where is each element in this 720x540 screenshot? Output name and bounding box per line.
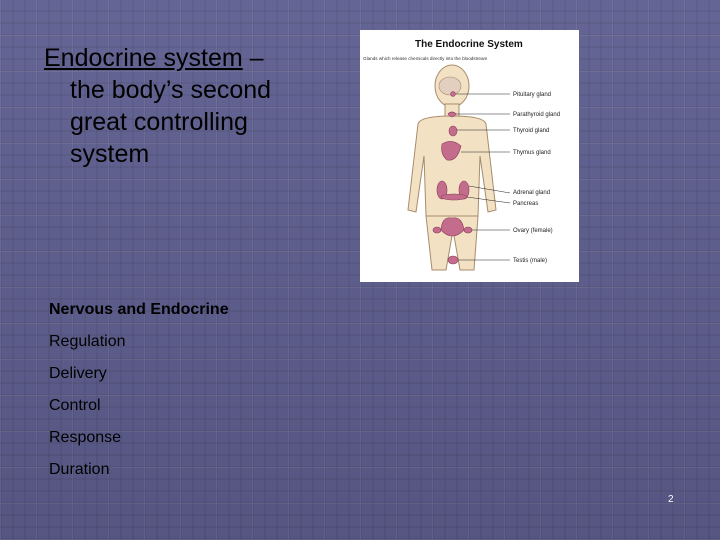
title-line-1: Endocrine system – — [44, 42, 324, 74]
figure-subtitle: Glands which release chemicals directly … — [363, 56, 488, 61]
list-item-regulation: Regulation — [49, 333, 126, 350]
leader-lines — [456, 93, 511, 261]
label-thyroid: Thyroid gland — [513, 128, 549, 134]
section-heading: Nervous and Endocrine — [49, 301, 229, 318]
title-dash: – — [242, 44, 264, 72]
label-adrenal: Adrenal gland — [513, 190, 550, 196]
organ-shapes — [432, 76, 473, 265]
list-item-duration: Duration — [49, 461, 110, 478]
title-line-4: system — [70, 140, 150, 168]
label-pancreas: Pancreas — [513, 201, 538, 207]
label-testis: Testis (male) — [513, 258, 547, 264]
endocrine-diagram: The Endocrine System Glands which releas… — [360, 30, 579, 282]
title-underlined: Endocrine system — [44, 44, 243, 72]
title-line-2: the body’s second — [70, 76, 272, 104]
list-item-delivery: Delivery — [49, 365, 107, 382]
label-ovary: Ovary (female) — [513, 228, 553, 234]
figure-title: The Endocrine System — [415, 39, 523, 50]
slide-number: 2 — [668, 494, 674, 505]
title-line-3: great controlling — [70, 108, 248, 136]
label-parathyroid: Parathyroid gland — [513, 112, 560, 118]
comparison-list: Nervous and Endocrine Regulation Deliver… — [49, 298, 229, 490]
endocrine-figure-svg: The Endocrine System Glands which releas… — [363, 39, 560, 271]
list-item-control: Control — [49, 397, 101, 414]
label-pituitary: Pituitary gland — [513, 92, 551, 98]
list-item-response: Response — [49, 429, 122, 446]
label-thymus: Thymus gland — [513, 150, 551, 156]
slide-title: Endocrine system – the body’s second gre… — [44, 42, 324, 170]
